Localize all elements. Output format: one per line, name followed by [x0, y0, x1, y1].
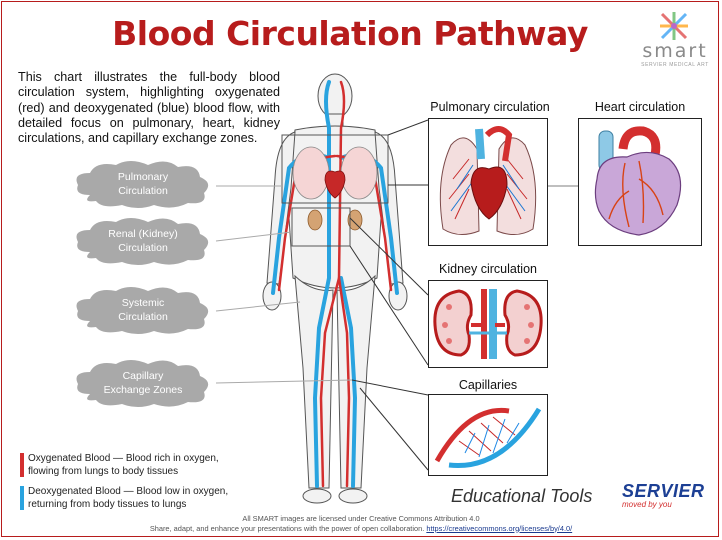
license-footer: All SMART images are licensed under Crea… [149, 514, 573, 533]
heart-panel [578, 118, 702, 246]
kidneys-illustration [433, 289, 543, 359]
legend-oxygenated: Oxygenated Blood — Blood rich in oxygen,… [20, 452, 288, 478]
legend-deoxygenated: Deoxygenated Blood — Blood low in oxygen… [20, 485, 288, 511]
human-body-illustration [262, 73, 408, 504]
renal-circulation-label: Renal (Kidney)Circulation [70, 216, 216, 266]
servier-logo: SERVIER [622, 481, 705, 501]
smart-logo-icon [660, 12, 688, 40]
page-title: Blood Circulation Pathway [112, 14, 588, 53]
deoxygenated-swatch [20, 486, 24, 510]
oxygenated-swatch [20, 453, 24, 477]
heart-illustration [594, 126, 682, 236]
kidney-panel-title: Kidney circulation [439, 262, 537, 276]
pulmonary-panel-title: Pulmonary circulation [430, 100, 550, 114]
intro-text: This chart illustrates the full-body blo… [18, 70, 280, 146]
capillary-network-illustration [434, 407, 542, 469]
kidney-panel [428, 280, 548, 368]
pulmonary-panel [428, 118, 548, 246]
smart-logo-word: smart [642, 40, 708, 62]
educational-tools-text: Educational Tools [451, 486, 593, 506]
lungs-heart-illustration [439, 126, 537, 235]
capillaries-panel [428, 394, 548, 476]
heart-panel-title: Heart circulation [594, 100, 686, 114]
smart-logo-subtitle: SERVIER MEDICAL ART [641, 62, 709, 68]
capillaries-panel-title: Capillaries [458, 378, 518, 392]
servier-tagline: moved by you [622, 500, 672, 509]
license-link[interactable]: https://creativecommons.org/licenses/by/… [426, 523, 573, 533]
